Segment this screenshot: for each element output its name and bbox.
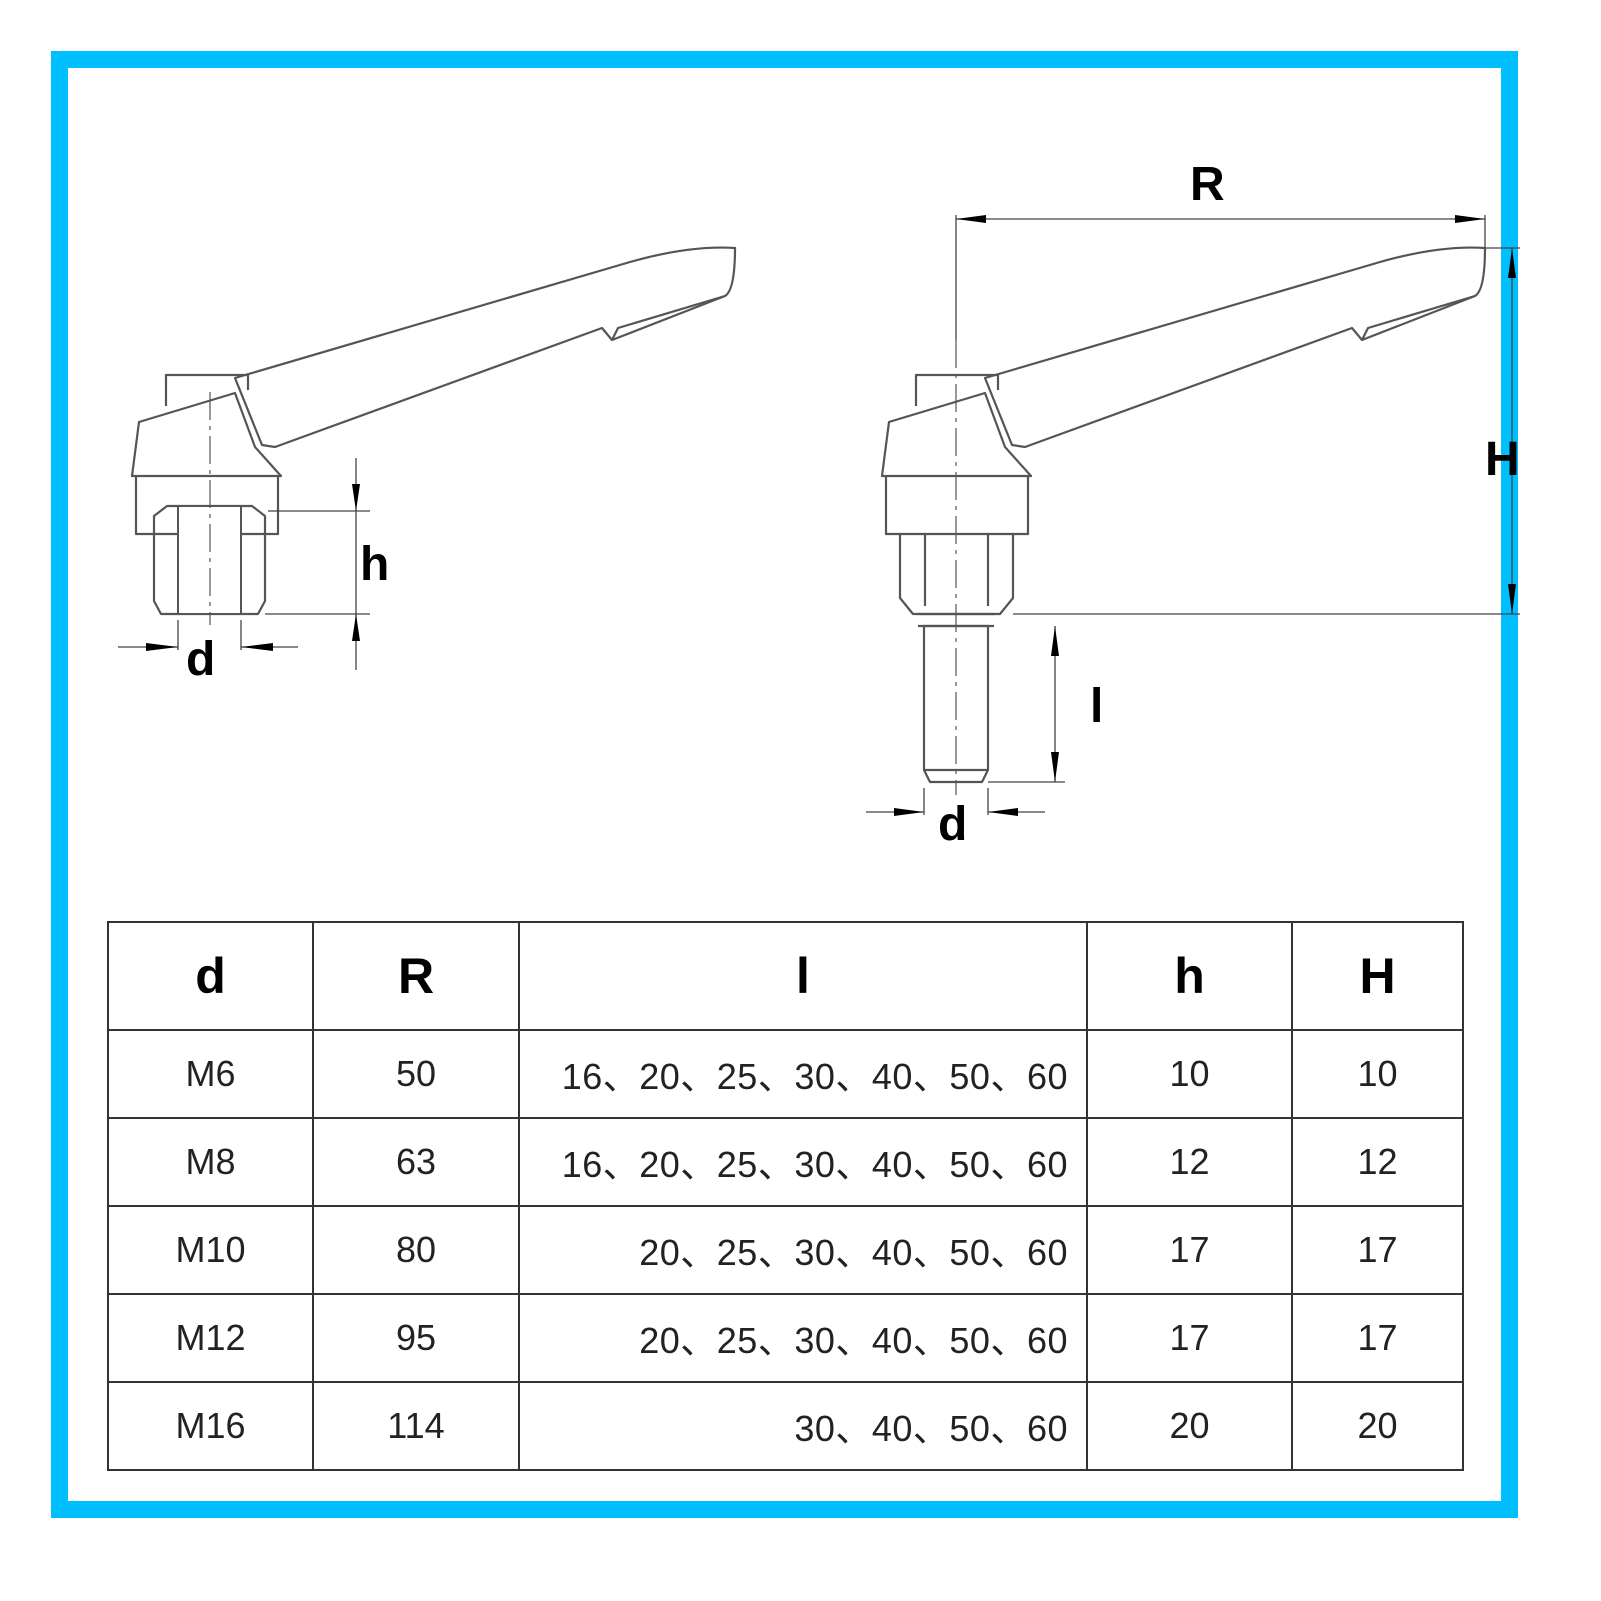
header-row: d R l h H xyxy=(107,921,1464,1031)
cell-R: 63 xyxy=(312,1117,520,1207)
cell-R: 95 xyxy=(312,1293,520,1383)
cell-H: 17 xyxy=(1291,1205,1464,1295)
lever-arm-right xyxy=(983,246,1487,449)
right-view-male-handle: R H l d xyxy=(866,158,1520,851)
cell-d: M6 xyxy=(107,1029,314,1119)
cell-h: 17 xyxy=(1086,1205,1293,1295)
label-R: R xyxy=(1190,158,1225,211)
label-l: l xyxy=(1090,680,1103,733)
header-d: d xyxy=(107,921,314,1031)
cell-l: 20、25、30、40、50、60 xyxy=(518,1205,1088,1295)
table-row: M8 63 16、20、25、30、40、50、60 12 12 xyxy=(107,1117,1464,1207)
cell-h: 20 xyxy=(1086,1381,1293,1471)
cell-H: 20 xyxy=(1291,1381,1464,1471)
cell-R: 50 xyxy=(312,1029,520,1119)
cell-d: M12 xyxy=(107,1293,314,1383)
label-h-left: h xyxy=(360,538,389,591)
lever-arm-left xyxy=(233,246,737,449)
cell-d: M16 xyxy=(107,1381,314,1471)
cell-l: 16、20、25、30、40、50、60 xyxy=(518,1029,1088,1119)
cell-d: M10 xyxy=(107,1205,314,1295)
cell-l: 20、25、30、40、50、60 xyxy=(518,1293,1088,1383)
collar-right xyxy=(884,476,1030,536)
table-row: M6 50 16、20、25、30、40、50、60 10 10 xyxy=(107,1029,1464,1119)
top-boss-right xyxy=(914,373,1000,406)
cell-l: 16、20、25、30、40、50、60 xyxy=(518,1117,1088,1207)
label-d-right: d xyxy=(938,798,967,851)
label-H: H xyxy=(1485,433,1520,486)
cell-d: M8 xyxy=(107,1117,314,1207)
header-l: l xyxy=(518,921,1088,1031)
top-boss-left xyxy=(164,373,250,406)
table-row: M12 95 20、25、30、40、50、60 17 17 xyxy=(107,1293,1464,1383)
cell-H: 12 xyxy=(1291,1117,1464,1207)
lever-tip-left xyxy=(611,294,726,341)
table-row: M10 80 20、25、30、40、50、60 17 17 xyxy=(107,1205,1464,1295)
lever-tip-right xyxy=(1361,294,1476,341)
hub-left xyxy=(130,391,283,478)
cell-h: 12 xyxy=(1086,1117,1293,1207)
cell-R: 114 xyxy=(312,1381,520,1471)
hub-right xyxy=(880,391,1033,478)
cell-h: 17 xyxy=(1086,1293,1293,1383)
header-R: R xyxy=(312,921,520,1031)
left-view-female-handle: h d xyxy=(118,246,737,686)
header-h: h xyxy=(1086,921,1293,1031)
cell-R: 80 xyxy=(312,1205,520,1295)
table-row: M16 114 30、40、50、60 20 20 xyxy=(107,1381,1464,1471)
cell-H: 17 xyxy=(1291,1293,1464,1383)
label-d-left: d xyxy=(186,633,215,686)
cell-h: 10 xyxy=(1086,1029,1293,1119)
spec-table: d R l h H M6 50 16、20、25、30、40、50、60 10 … xyxy=(107,921,1464,1471)
cell-l: 30、40、50、60 xyxy=(518,1381,1088,1471)
cell-H: 10 xyxy=(1291,1029,1464,1119)
header-H: H xyxy=(1291,921,1464,1031)
